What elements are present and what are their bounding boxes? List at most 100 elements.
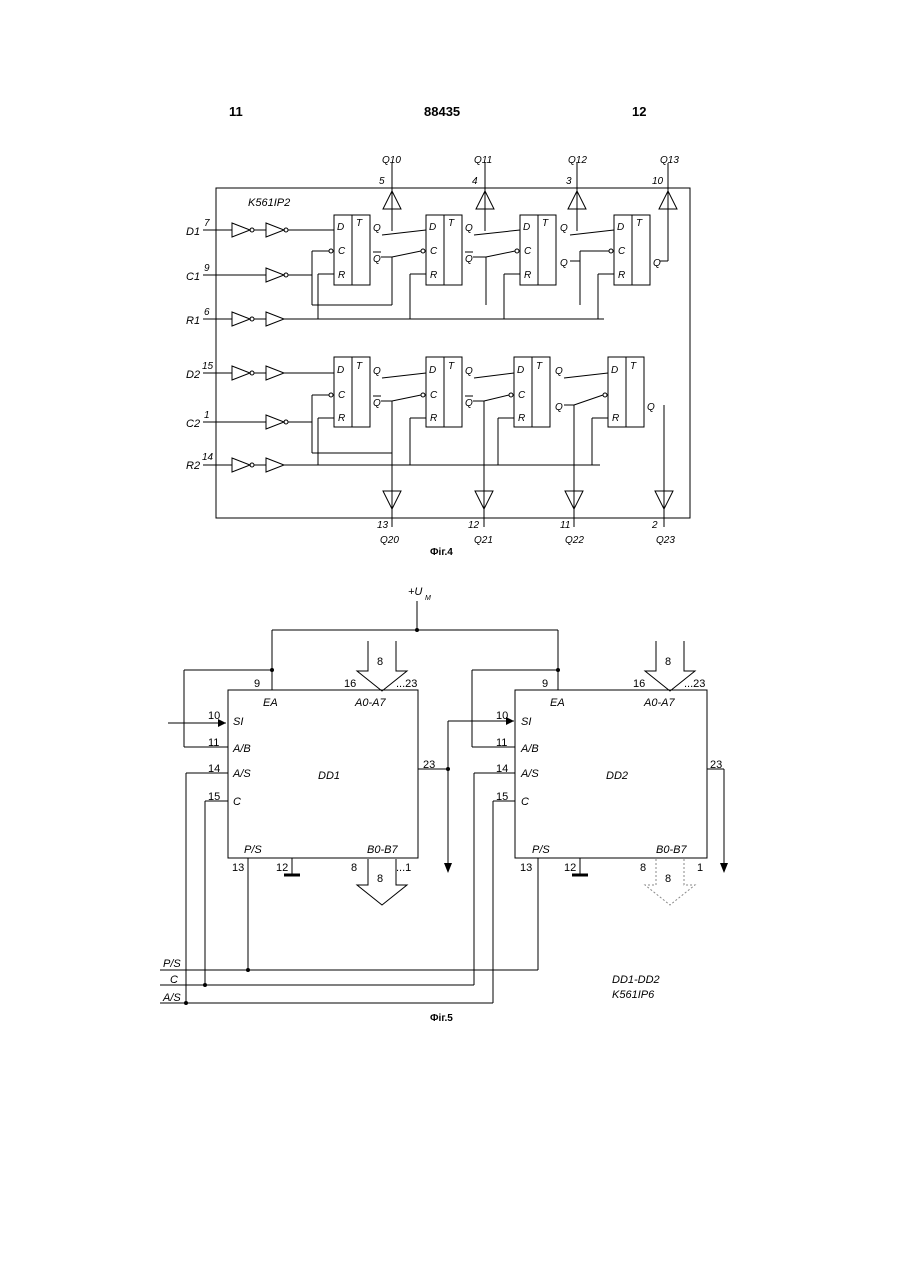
input-labels: D1 7 C1 9 R1 6 D2 15 C2 1 R2 14 (186, 218, 214, 472)
svg-text:Q: Q (653, 258, 661, 269)
svg-text:C: C (338, 390, 346, 401)
svg-text:Q: Q (555, 402, 563, 413)
svg-text:C: C (233, 796, 241, 808)
input-r2-pin: 14 (202, 452, 214, 463)
input-c2-pin: 1 (204, 410, 210, 421)
svg-text:R: R (338, 270, 345, 281)
svg-text:A0-A7: A0-A7 (643, 697, 675, 709)
svg-text:D: D (611, 365, 618, 376)
svg-text:EA: EA (263, 697, 278, 709)
svg-text:T: T (356, 218, 363, 229)
page-header: 11 88435 12 (0, 104, 900, 126)
svg-text:D: D (523, 222, 530, 233)
chip-dd1-name: DD1 (318, 770, 340, 782)
svg-text:SI: SI (233, 716, 243, 728)
svg-text:D: D (429, 365, 436, 376)
page-number-left: 11 (229, 104, 243, 119)
svg-text:T: T (536, 361, 543, 372)
input-c1-pin: 9 (204, 263, 210, 274)
input-d1-pin: 7 (204, 218, 210, 229)
chip-type-note-2: K561IP6 (612, 989, 655, 1001)
chip-type-label: K561IP2 (248, 197, 290, 209)
svg-text:8: 8 (665, 873, 671, 885)
svg-text:Q: Q (373, 254, 381, 265)
flip-flop-row-1: D T C R Q Q D T C R Q Q D T C R Q Q D T … (312, 215, 668, 319)
svg-text:C: C (521, 796, 529, 808)
svg-text:3: 3 (566, 176, 572, 187)
svg-text:Q13: Q13 (660, 155, 679, 166)
svg-text:Q: Q (560, 258, 568, 269)
svg-text:9: 9 (542, 678, 548, 690)
bus-as-label: A/S (162, 992, 181, 1004)
svg-text:T: T (630, 361, 637, 372)
svg-text:Q: Q (560, 223, 568, 234)
figure-4-caption: Фіг.4 (430, 547, 453, 558)
svg-text:A0-A7: A0-A7 (354, 697, 386, 709)
svg-text:D: D (429, 222, 436, 233)
figure-4-schematic: K561IP2 D1 7 C1 9 R1 6 D2 15 C2 1 R2 14 (0, 135, 900, 575)
svg-text:Q: Q (373, 366, 381, 377)
svg-text:8: 8 (377, 656, 383, 668)
svg-text:Q: Q (465, 398, 473, 409)
svg-text:Q10: Q10 (382, 155, 401, 166)
svg-text:Q11: Q11 (474, 155, 492, 166)
svg-text:13: 13 (377, 520, 389, 531)
input-d2-label: D2 (186, 369, 200, 381)
svg-text:9: 9 (254, 678, 260, 690)
svg-text:Q23: Q23 (656, 535, 675, 546)
svg-text:R: R (430, 413, 437, 424)
svg-text:T: T (542, 218, 549, 229)
svg-text:C: C (518, 390, 526, 401)
svg-text:Q: Q (373, 223, 381, 234)
svg-text:D: D (337, 365, 344, 376)
svg-text:Q12: Q12 (568, 155, 587, 166)
svg-text:12: 12 (276, 862, 288, 874)
input-r1-pin: 6 (204, 307, 210, 318)
svg-text:4: 4 (472, 176, 478, 187)
svg-text:...1: ...1 (396, 862, 411, 874)
bus-c-label: C (170, 974, 178, 986)
svg-text:R: R (618, 270, 625, 281)
svg-text:P/S: P/S (244, 844, 262, 856)
svg-text:T: T (356, 361, 363, 372)
svg-text:16: 16 (344, 678, 356, 690)
svg-text:T: T (636, 218, 643, 229)
svg-text:EA: EA (550, 697, 565, 709)
svg-text:2: 2 (651, 520, 658, 531)
svg-text:C: C (618, 246, 626, 257)
svg-text:...23: ...23 (396, 678, 417, 690)
svg-text:10: 10 (652, 176, 664, 187)
input-c1-label: C1 (186, 271, 200, 283)
svg-text:T: T (448, 361, 455, 372)
svg-text:12: 12 (564, 862, 576, 874)
svg-text:D: D (337, 222, 344, 233)
svg-text:D: D (617, 222, 624, 233)
svg-text:Q: Q (465, 366, 473, 377)
svg-text:T: T (448, 218, 455, 229)
svg-text:11: 11 (560, 520, 570, 531)
chip-type-note-1: DD1-DD2 (612, 974, 660, 986)
svg-text:P/S: P/S (532, 844, 550, 856)
svg-text:A/B: A/B (232, 743, 251, 755)
svg-text:...23: ...23 (684, 678, 705, 690)
svg-text:Q20: Q20 (380, 535, 399, 546)
svg-text:B0-B7: B0-B7 (656, 844, 687, 856)
svg-text:8: 8 (351, 862, 357, 874)
svg-text:D: D (517, 365, 524, 376)
svg-text:C: C (338, 246, 346, 257)
bus-ps-label: P/S (163, 958, 181, 970)
svg-text:16: 16 (633, 678, 645, 690)
input-r1-label: R1 (186, 315, 200, 327)
figure-5-caption: Фіг.5 (430, 1013, 453, 1024)
svg-text:10: 10 (496, 710, 508, 722)
svg-text:13: 13 (520, 862, 532, 874)
svg-text:Q21: Q21 (474, 535, 493, 546)
chip-dd2-name: DD2 (606, 770, 628, 782)
svg-text:C: C (430, 390, 438, 401)
svg-text:B0-B7: B0-B7 (367, 844, 398, 856)
figure-5-schematic: +U M DD1 EA A0-A7 SI A/B A/S C P/S B0-B7… (0, 575, 900, 1045)
svg-text:R: R (338, 413, 345, 424)
svg-text:A/S: A/S (232, 768, 251, 780)
svg-text:5: 5 (379, 176, 385, 187)
svg-text:8: 8 (665, 656, 671, 668)
